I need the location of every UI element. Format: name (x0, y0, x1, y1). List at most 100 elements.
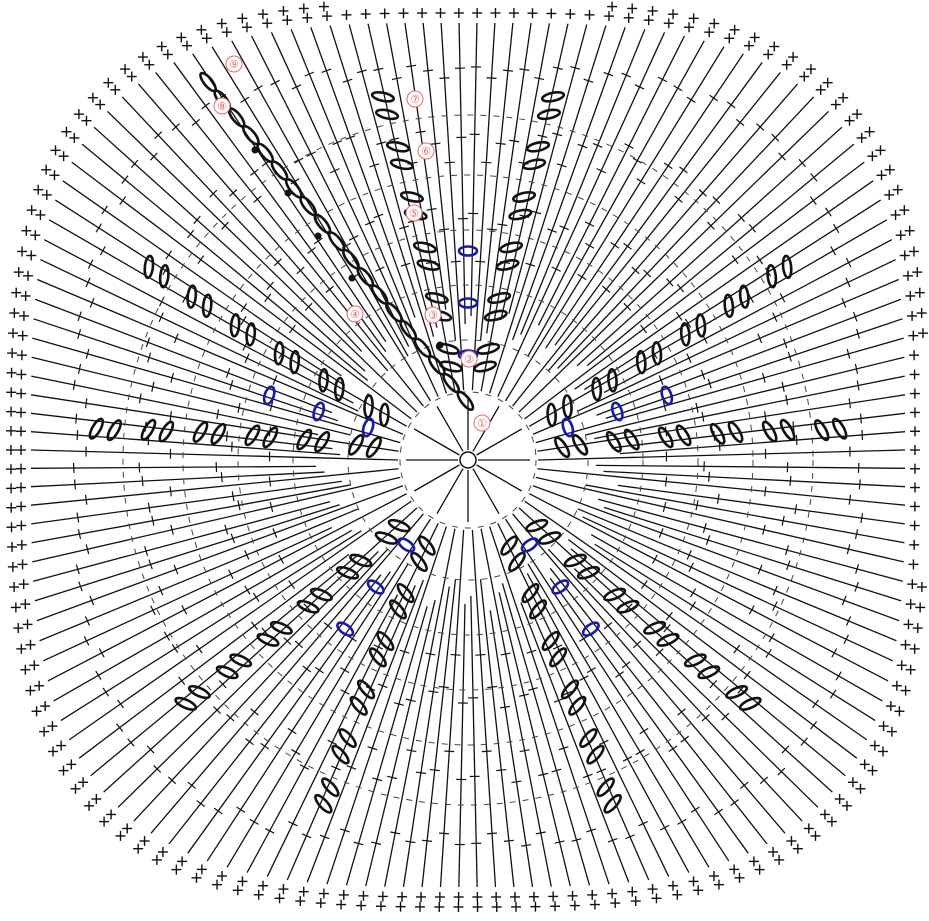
stitch-bar (96, 671, 101, 680)
stitch-bar (487, 833, 497, 834)
chain-loop-highlight (262, 385, 276, 405)
stitch-bar (445, 162, 455, 163)
stitch-bar (77, 513, 79, 523)
stitch-bar (142, 476, 143, 486)
stitch-bar (482, 751, 492, 752)
chain-loop (400, 191, 423, 204)
stitch-bar (198, 256, 204, 264)
stitch-bar (664, 163, 672, 169)
stitch-bar (202, 103, 210, 109)
stitch-bar (289, 581, 295, 589)
stitch-bar (406, 65, 416, 66)
stitch-bar (633, 158, 642, 163)
stitch-bar (521, 845, 531, 846)
stitch-bar (308, 247, 316, 253)
stitch-bar (786, 395, 788, 405)
stitch-bar (637, 179, 645, 184)
stitch-bar (241, 303, 247, 311)
stitch-bar (773, 602, 777, 611)
stitch-bar (487, 78, 497, 79)
stitch-bar (579, 636, 587, 641)
stitch-bar (120, 197, 126, 205)
chain-loop (578, 727, 599, 749)
chain-loop (390, 158, 413, 171)
slip-stitch-dot (315, 233, 322, 240)
slip-stitch-dot (349, 275, 356, 282)
chain-loop (585, 744, 606, 766)
stitch-bar (844, 635, 848, 644)
stitch-bar (497, 224, 507, 225)
stitch-bar (585, 222, 594, 227)
chain-loop (229, 652, 252, 668)
chain-loop (384, 301, 404, 323)
chain-loop (441, 372, 461, 394)
stitch-bar (214, 808, 222, 814)
stitch-bar (170, 411, 171, 421)
stitch-bar (849, 495, 850, 505)
stitch-bar (250, 169, 258, 175)
stitch-bar (439, 686, 449, 687)
stitch-bar (749, 605, 754, 614)
stitch-bar (710, 95, 718, 101)
chain-loop-highlight (660, 385, 674, 405)
chain-loop-highlight (459, 247, 477, 256)
chain-loop (547, 404, 556, 426)
chain-loop-highlight (366, 578, 386, 596)
stitch-bar (666, 612, 672, 620)
stitch-bar (673, 86, 682, 91)
stitch-bar (236, 807, 244, 812)
stitch-bar (416, 131, 426, 132)
round-label-2: ② (461, 351, 477, 367)
stitch-bar (652, 555, 657, 564)
stitch-bar (790, 476, 791, 486)
chain-loop (548, 646, 568, 668)
chain-loop (499, 241, 522, 254)
stitch-bar (315, 667, 323, 673)
stitch-bar (271, 80, 280, 85)
chain-loop-highlight (335, 620, 355, 638)
stitch-bar (665, 477, 666, 487)
chain-loop (157, 420, 175, 443)
round-label-7-text: ⑦ (410, 93, 420, 106)
stitch-bar (780, 293, 784, 302)
stitch-bar (487, 686, 497, 687)
chain-loop-highlight (520, 536, 540, 554)
stitch-bar (669, 746, 677, 752)
stitch-bar (349, 236, 358, 241)
stitch-bar (475, 655, 485, 656)
chain-loop (427, 354, 447, 376)
stitch-bar (416, 772, 426, 773)
stitch-bar (585, 243, 594, 248)
stitch-bar (251, 622, 257, 630)
stitch-bar (102, 206, 108, 214)
stitch-bar (832, 648, 837, 657)
stitch-bar (241, 97, 249, 102)
round-label-5: ⑤ (406, 205, 422, 221)
round-label-5-text: ⑤ (409, 207, 419, 220)
chain-loop (477, 342, 500, 355)
chain-loop (496, 259, 519, 272)
stitch-bar (578, 274, 586, 279)
chain-loop (417, 259, 440, 272)
stitch-bar (496, 143, 506, 144)
stitch-bar (227, 431, 228, 441)
chain-loop (413, 241, 436, 254)
chain-loop (523, 158, 546, 171)
chain-loop (298, 195, 318, 217)
round-label-6: ⑥ (418, 143, 434, 159)
stitch-bar (749, 224, 755, 232)
stitch-bar (681, 736, 689, 742)
stitch-bar (636, 750, 645, 755)
stitch-bar (813, 700, 819, 708)
chain-loop (269, 159, 289, 181)
stitch-bar (340, 690, 349, 695)
stitch-bar (640, 728, 648, 733)
magic-ring (460, 452, 476, 468)
stitch-bar (291, 750, 300, 755)
stitch-bar (245, 586, 250, 595)
chain-loop (139, 418, 157, 441)
stitch-bar (196, 645, 202, 653)
stitch-bar (689, 563, 693, 572)
chain-loop (241, 124, 261, 146)
